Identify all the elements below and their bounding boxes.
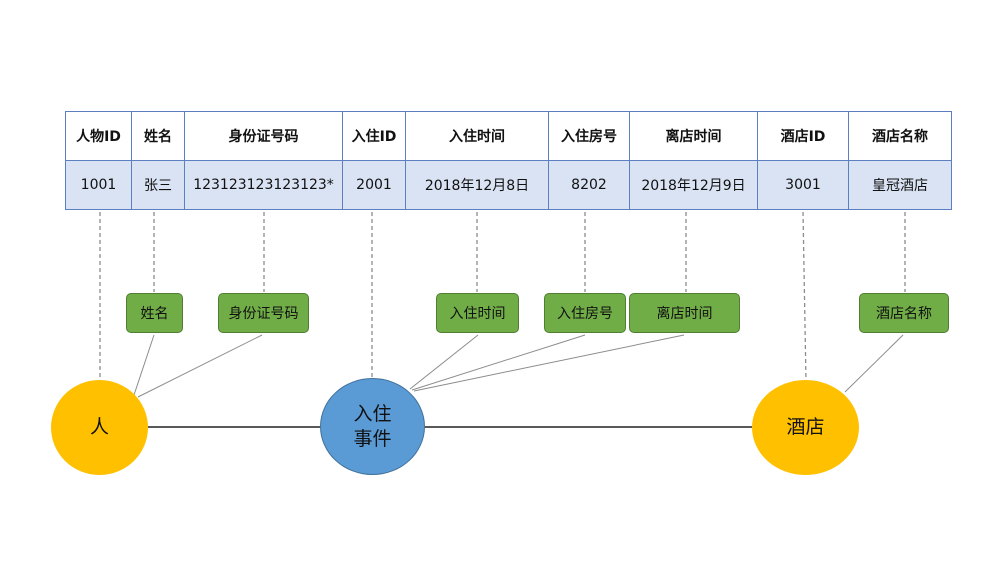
header-checkin-time: 入住时间 [405, 111, 549, 161]
link-hotelname-hotel [844, 334, 904, 393]
entity-checkin-event: 入住 事件 [320, 378, 425, 475]
cell-checkout-time: 2018年12月9日 [629, 160, 758, 210]
header-hotel-name: 酒店名称 [848, 111, 952, 161]
header-person-id: 人物ID [65, 111, 132, 161]
header-checkout-time: 离店时间 [629, 111, 758, 161]
cell-name: 张三 [131, 160, 185, 210]
link-name-person [133, 334, 155, 396]
header-name: 姓名 [131, 111, 185, 161]
attribute-checkin-time-tag: 入住时间 [436, 293, 519, 333]
dash-hotel-id [802, 211, 807, 383]
entity-hotel: 酒店 [752, 380, 859, 475]
entity-person-line1: 人 [89, 416, 109, 438]
entity-event-label: 入住 事件 [353, 402, 391, 452]
link-checkin-event [409, 334, 479, 390]
table-header-row: 人物ID 姓名 身份证号码 入住ID 入住时间 入住房号 离店时间 酒店ID 酒… [65, 111, 952, 161]
attribute-id-number-tag: 身份证号码 [218, 293, 309, 333]
cell-person-id: 1001 [65, 160, 132, 210]
entity-event-line2: 事件 [353, 427, 392, 450]
cell-hotel-name: 皇冠酒店 [848, 160, 952, 210]
attribute-hotel-name-tag: 酒店名称 [859, 293, 949, 333]
cell-checkin-id: 2001 [342, 160, 406, 210]
header-id-number: 身份证号码 [184, 111, 343, 161]
cell-checkin-time: 2018年12月8日 [405, 160, 549, 210]
link-idnum-person [137, 334, 263, 398]
entity-hotel-line1: 酒店 [786, 416, 825, 438]
entity-hotel-label: 酒店 [786, 415, 824, 440]
record-table: 人物ID 姓名 身份证号码 入住ID 入住时间 入住房号 离店时间 酒店ID 酒… [65, 111, 952, 210]
table-row: 1001 张三 123123123123123* 2001 2018年12月8日… [65, 160, 952, 210]
header-room-number: 入住房号 [548, 111, 630, 161]
entity-person-label: 人 [90, 415, 109, 440]
attribute-name-tag: 姓名 [126, 293, 183, 333]
cell-id-number: 123123123123123* [184, 160, 343, 210]
cell-room-number: 8202 [548, 160, 630, 210]
link-room-event [411, 334, 586, 391]
cell-hotel-id: 3001 [757, 160, 849, 210]
entity-person: 人 [51, 380, 148, 475]
attribute-room-number-tag: 入住房号 [544, 293, 626, 333]
header-checkin-id: 入住ID [342, 111, 406, 161]
entity-event-line1: 入住 [353, 402, 392, 425]
attribute-checkout-time-tag: 离店时间 [629, 293, 740, 333]
header-hotel-id: 酒店ID [757, 111, 849, 161]
link-checkout-event [413, 334, 685, 392]
